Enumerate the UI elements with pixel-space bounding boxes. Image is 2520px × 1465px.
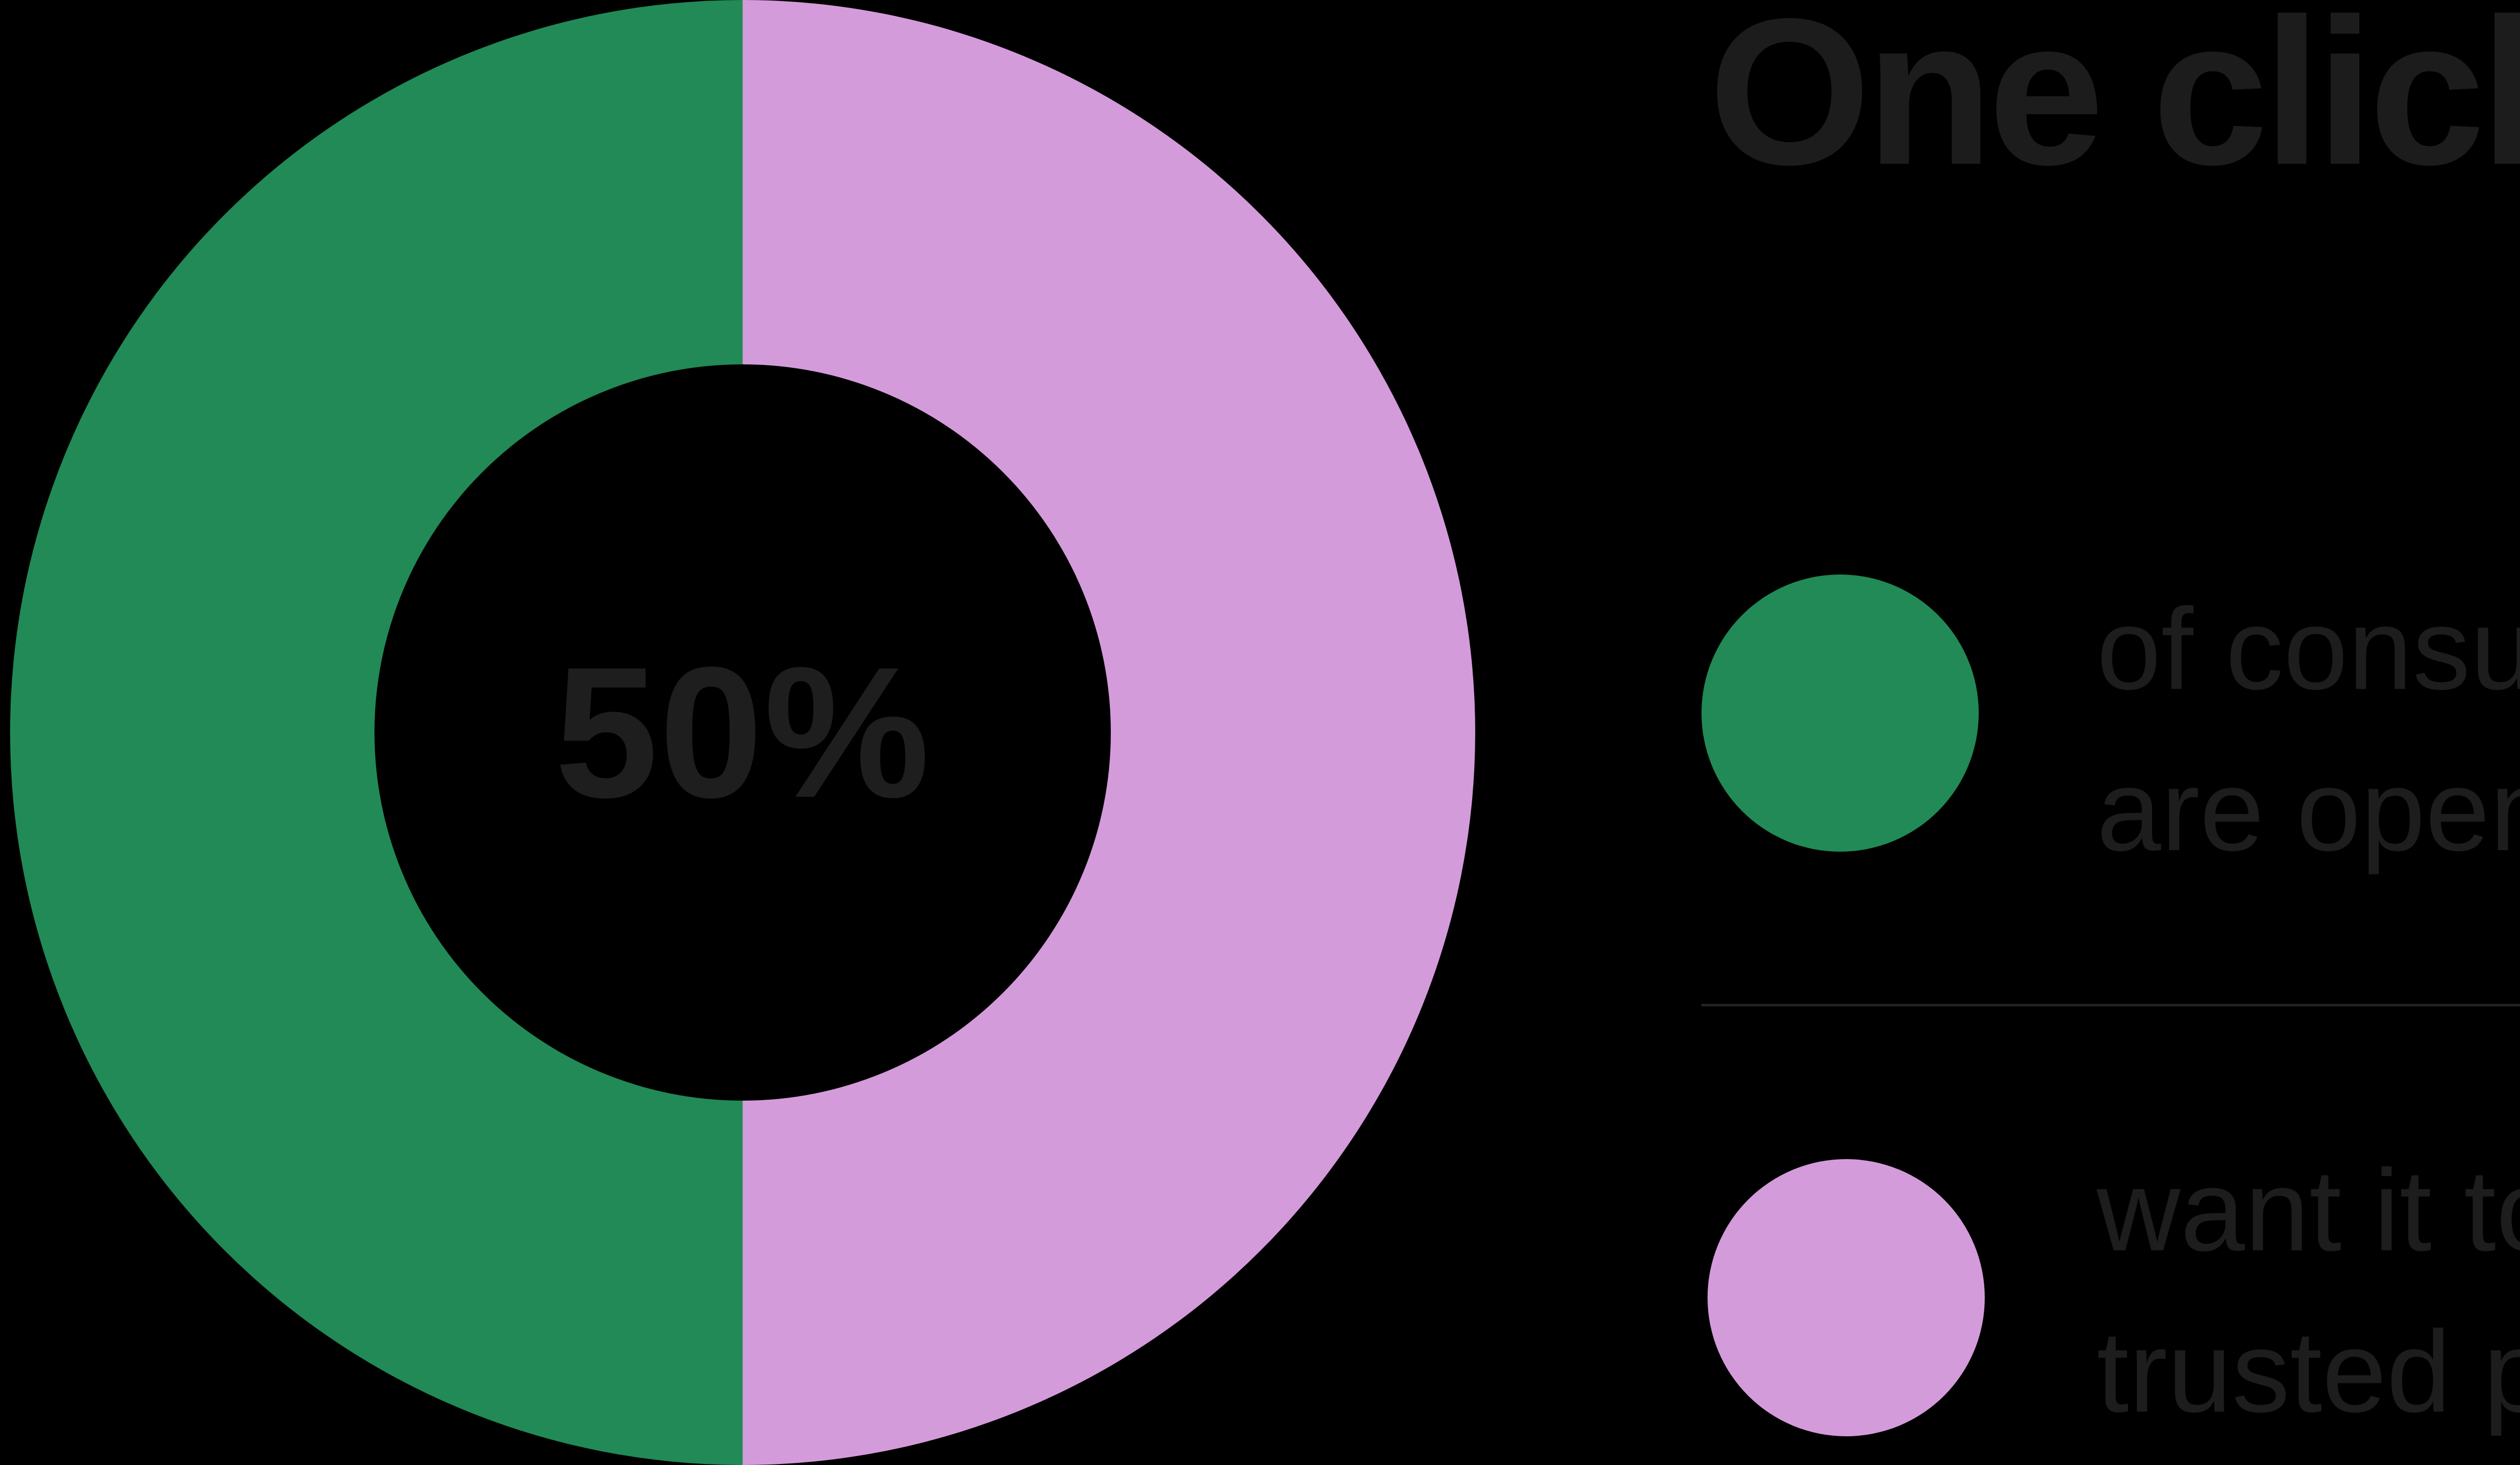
legend-swatch-green-icon [1702, 575, 1979, 852]
legend-item-consumers: of consumers are open to trying [2097, 568, 2520, 891]
legend-item-trusted-provider: want it to be backed by a trusted paymen… [2097, 1130, 2520, 1452]
donut-center-value: 50% [554, 628, 931, 837]
legend-divider [1702, 1004, 2520, 1006]
legend-item-trusted-provider-line2: trusted payments provider [2097, 1307, 2520, 1436]
page-title: One click payments [1709, 0, 2520, 208]
donut-chart: 50% [10, 0, 1475, 1465]
legend-swatch-pink-icon [1708, 1159, 1985, 1436]
legend-item-consumers-line2: are open to trying [2097, 745, 2520, 875]
legend-item-consumers-line1: of consumers [2097, 584, 2520, 714]
donut-hole: 50% [374, 364, 1111, 1101]
legend-item-trusted-provider-line1: want it to be backed by a [2097, 1145, 2520, 1275]
